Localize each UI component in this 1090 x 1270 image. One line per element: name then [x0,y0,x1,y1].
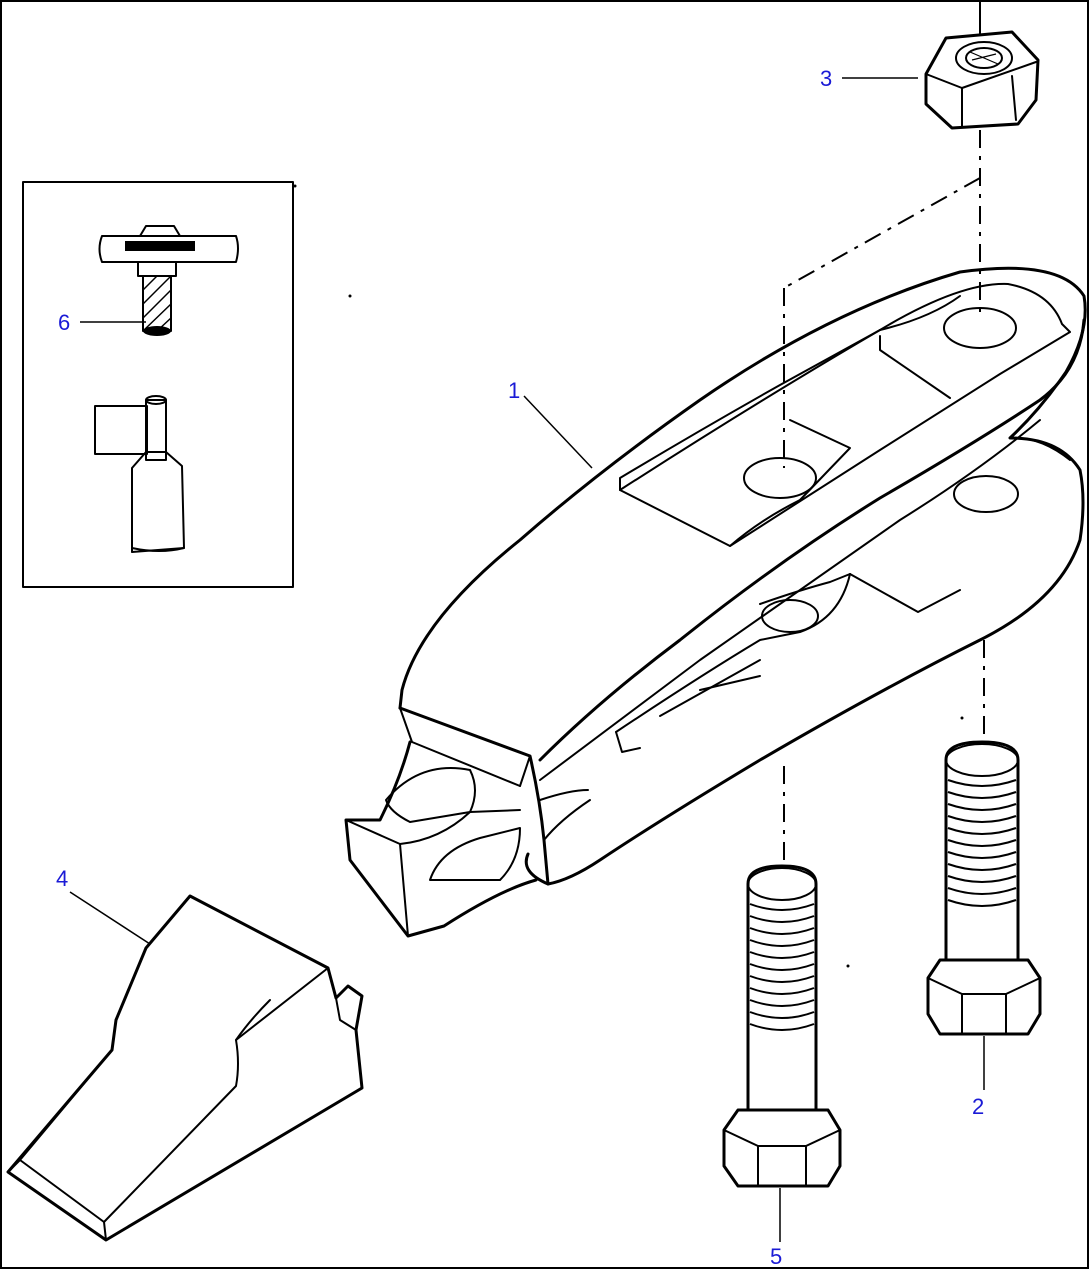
callout-6: 6 [58,310,70,335]
bolt-left-threads [749,903,815,1031]
callout-3: 3 [820,66,832,91]
pin-holder [94,405,148,455]
centerline-diagonal [783,177,981,289]
handle-band [125,241,195,251]
adapter-nose [344,740,538,938]
inset-frame [22,181,294,588]
callout-5: 5 [770,1244,782,1269]
upper-hole-rear [943,307,1017,349]
bolt-right-head [926,958,1042,1036]
bolt-left: 5 [722,864,842,1269]
lower-hole-front [761,599,819,633]
tool-handle [98,235,239,263]
upper-strap-top [619,282,1071,547]
tooth: 4 [6,866,364,1242]
upper-strap-edge [538,318,1086,762]
pin-retainer [131,451,185,553]
upper-hole-front [743,457,817,499]
nose-lower-pocket [429,827,521,881]
inset-pin-tool: 6 [22,181,294,588]
tooth-ridge [103,967,329,1223]
bolt-left-head [722,1108,842,1188]
nut: 3 [820,0,1040,130]
bolt-right-shank [944,740,1020,962]
slot-tip [615,731,641,753]
callout-1: 1 [508,378,520,403]
callout-4: 4 [56,866,68,891]
bolt-right: 2 [926,740,1042,1119]
tooth-outline [6,894,364,1242]
callout-2: 2 [972,1094,984,1119]
pin [145,399,167,461]
adapter: 1 [344,266,1087,938]
adapter-front-face [398,706,550,886]
bolt-right-threads [947,779,1017,907]
nose-side-pocket [385,767,476,823]
lower-hole-rear [953,475,1019,513]
